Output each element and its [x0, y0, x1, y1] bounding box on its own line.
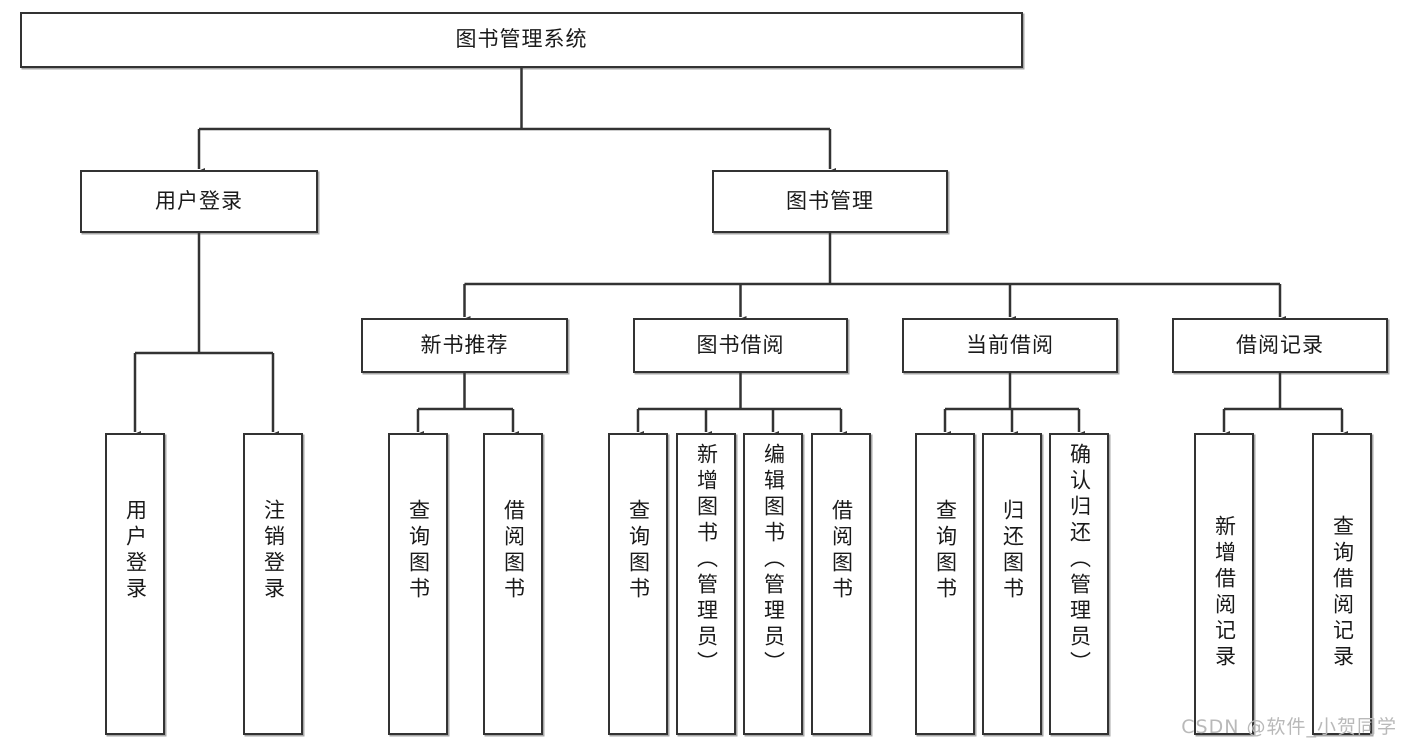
node-leaf-edit-book[interactable]: 编辑图书（管理员） — [743, 433, 803, 735]
node-label: 查询借阅记录 — [1330, 515, 1355, 671]
node-leaf-query-book-recommend[interactable]: 查询图书 — [388, 433, 448, 735]
node-book-manage[interactable]: 图书管理 — [712, 170, 948, 233]
watermark-text: CSDN @软件_小贺同学 — [1181, 716, 1397, 738]
node-leaf-confirm-return[interactable]: 确认归还（管理员） — [1049, 433, 1109, 735]
node-leaf-user-login[interactable]: 用户登录 — [105, 433, 165, 735]
node-label: 借阅图书 — [829, 499, 854, 603]
node-leaf-add-borrow-record[interactable]: 新增借阅记录 — [1194, 433, 1254, 735]
node-label: 图书管理系统 — [455, 27, 588, 52]
node-label: 归还图书 — [1000, 499, 1025, 603]
node-label: 查询图书 — [406, 499, 431, 603]
node-current-borrow[interactable]: 当前借阅 — [902, 318, 1118, 373]
node-label: 用户登录 — [123, 499, 148, 603]
node-leaf-logout[interactable]: 注销登录 — [243, 433, 303, 735]
node-leaf-query-borrow-record[interactable]: 查询借阅记录 — [1312, 433, 1372, 735]
node-label: 查询图书 — [933, 499, 958, 603]
node-leaf-borrow-book-recommend[interactable]: 借阅图书 — [483, 433, 543, 735]
node-borrow-record[interactable]: 借阅记录 — [1172, 318, 1388, 373]
node-label: 新增借阅记录 — [1212, 515, 1237, 671]
node-label: 借阅记录 — [1236, 332, 1324, 357]
node-leaf-return-book[interactable]: 归还图书 — [982, 433, 1042, 735]
node-label: 新增图书（管理员） — [694, 443, 719, 677]
node-leaf-query-book-borrow[interactable]: 查询图书 — [608, 433, 668, 735]
node-label: 用户登录 — [155, 188, 243, 213]
node-label: 注销登录 — [261, 499, 286, 603]
node-label: 确认归还（管理员） — [1067, 443, 1092, 677]
node-label: 借阅图书 — [501, 499, 526, 603]
node-book-borrow[interactable]: 图书借阅 — [633, 318, 848, 373]
node-leaf-add-book[interactable]: 新增图书（管理员） — [676, 433, 736, 735]
node-label: 当前借阅 — [966, 332, 1054, 357]
node-leaf-query-book-current[interactable]: 查询图书 — [915, 433, 975, 735]
node-label: 编辑图书（管理员） — [761, 443, 786, 677]
node-label: 新书推荐 — [420, 332, 509, 357]
node-label: 图书借阅 — [696, 332, 785, 357]
node-label: 查询图书 — [626, 499, 651, 603]
node-leaf-borrow-book[interactable]: 借阅图书 — [811, 433, 871, 735]
node-root[interactable]: 图书管理系统 — [20, 12, 1023, 68]
node-user-login[interactable]: 用户登录 — [80, 170, 318, 233]
node-label: 图书管理 — [786, 188, 874, 213]
node-new-book-recommend[interactable]: 新书推荐 — [361, 318, 568, 373]
